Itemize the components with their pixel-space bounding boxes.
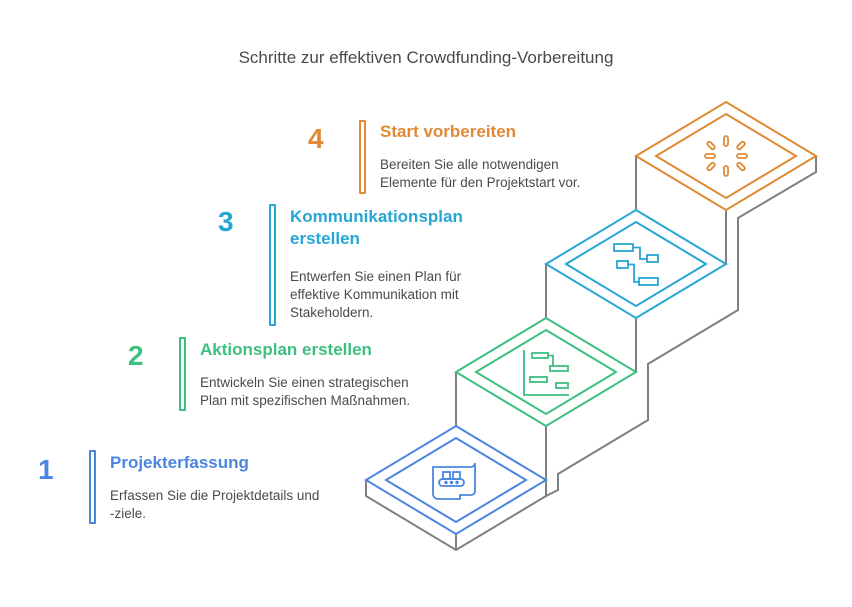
step-3-heading: Kommunikationsplan erstellen: [290, 206, 463, 250]
step-4-description-line: Elemente für den Projektstart vor.: [380, 175, 581, 190]
step-3-heading-line: erstellen: [290, 229, 360, 248]
step-1-description-line: -ziele.: [110, 506, 147, 521]
gantt-chart-icon: [523, 350, 569, 396]
step-2-description: Entwickeln Sie einen strategischen Plan …: [200, 374, 410, 410]
step-1-accent-bar: [89, 450, 96, 524]
diagram-title: Schritte zur effektiven Crowdfunding-Vor…: [238, 48, 614, 67]
step-2-heading: Aktionsplan erstellen: [200, 340, 372, 359]
step-3-heading-line: Kommunikationsplan: [290, 207, 463, 226]
step-4-accent-bar: [359, 120, 366, 194]
step-1-description: Erfassen Sie die Projektdetails und -zie…: [110, 487, 319, 523]
step-1-platform: [364, 424, 548, 536]
step-2-description-line: Plan mit spezifischen Maßnahmen.: [200, 393, 411, 408]
flowchart-icon: [613, 243, 659, 286]
step-3-accent-bar: [269, 204, 276, 326]
step-1-heading: Projekterfassung: [110, 453, 249, 472]
step-4-description: Bereiten Sie alle notwendigen Elemente f…: [380, 156, 580, 192]
step-2-number: 2: [128, 340, 144, 371]
step-3-description-line: effektive Kommunikation mit: [290, 287, 459, 302]
step-3-description: Entwerfen Sie einen Plan für effektive K…: [290, 268, 461, 322]
step-4-heading: Start vorbereiten: [380, 122, 517, 141]
step-1-description-line: Erfassen Sie die Projektdetails und: [110, 488, 320, 503]
loading-spinner-icon: [704, 135, 748, 177]
step-3-description-line: Stakeholdern.: [290, 305, 374, 320]
conveyor-belt-icon: [432, 462, 476, 500]
step-2-description-line: Entwickeln Sie einen strategischen: [200, 375, 409, 390]
step-3-platform: [544, 208, 728, 320]
step-4-number: 4: [308, 123, 324, 154]
step-3-number: 3: [218, 206, 234, 237]
staircase-outline: [365, 156, 817, 552]
step-4-platform: [634, 100, 818, 212]
step-1-number: 1: [38, 454, 54, 485]
step-2-platform: [454, 316, 638, 428]
step-2-accent-bar: [179, 337, 186, 411]
step-3-description-line: Entwerfen Sie einen Plan für: [290, 269, 462, 284]
step-4-description-line: Bereiten Sie alle notwendigen: [380, 157, 559, 172]
